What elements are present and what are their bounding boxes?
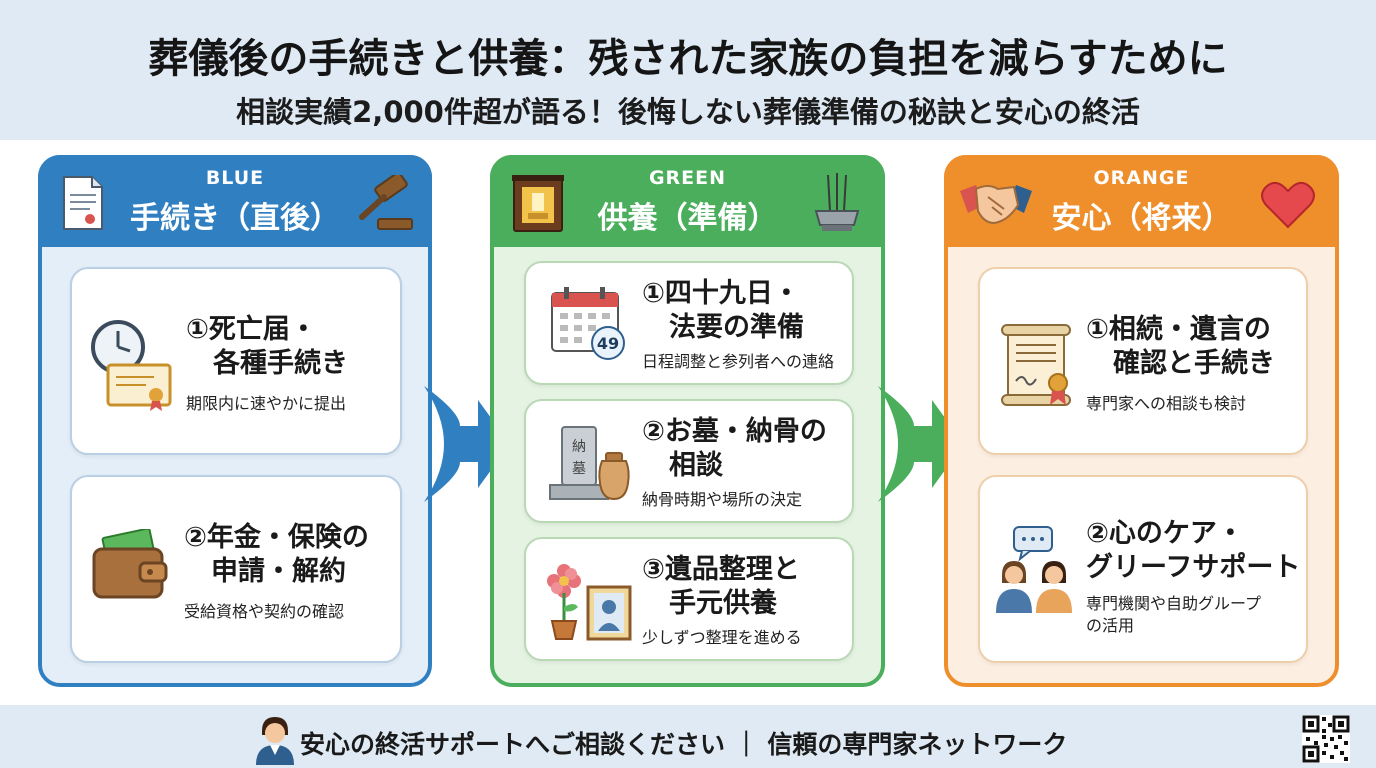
heart-icon xyxy=(1261,181,1315,229)
card-49th-day-desc: 日程調整と参列者への連絡 xyxy=(642,352,835,371)
panel-procedures-title: 手続き（直後） xyxy=(130,201,340,236)
qr-code-icon[interactable] xyxy=(1302,715,1350,763)
header-band: 葬儀後の手続きと供養：残された家族の負担を減らすために 相談実績2,000件超が… xyxy=(0,0,1376,140)
incense-icon xyxy=(814,173,860,231)
card-pension-insurance[interactable]: ②年金・保険の 申請・解約 受給資格や契約の確認 xyxy=(70,475,402,663)
advisor-icon xyxy=(256,717,294,765)
page-title: 葬儀後の手続きと供養：残された家族の負担を減らすために xyxy=(148,36,1228,82)
panel-memorial-header: GREEN 供養（準備） xyxy=(490,155,885,247)
footer-contact-text: 安心の終活サポートへご相談ください ｜ 信頼の専門家ネットワーク xyxy=(300,730,1068,759)
flower-photo-icon xyxy=(547,564,632,641)
card-pension-insurance-title: ②年金・保険の 申請・解約 xyxy=(184,522,369,587)
arrow-right-icon xyxy=(424,386,510,502)
card-belongings[interactable]: ③遺品整理と 手元供養 少しずつ整理を進める xyxy=(524,537,854,661)
calendar-badge-text: 49 xyxy=(597,334,619,353)
panel-memorial-code: GREEN xyxy=(648,167,727,189)
support-people-icon xyxy=(996,526,1072,613)
gavel-icon xyxy=(359,175,413,230)
calendar-icon: 49 xyxy=(551,287,625,360)
card-belongings-title: ③遺品整理と 手元供養 xyxy=(642,554,800,619)
panel-future-header: ORANGE 安心（将来） xyxy=(944,155,1339,247)
wallet-icon xyxy=(92,529,168,599)
card-grief-support[interactable]: ②心のケア・ グリーフサポート 専門機関や自助グループ の活用 xyxy=(978,475,1308,663)
panel-future-title: 安心（将来） xyxy=(1051,201,1232,236)
card-inheritance[interactable]: ①相続・遺言の 確認と手続き 専門家への相談も検討 xyxy=(978,267,1308,455)
card-grief-support-title: ②心のケア・ グリーフサポート xyxy=(1086,518,1301,583)
panel-procedures-header: BLUE 手続き（直後） xyxy=(38,155,432,247)
panel-memorial-title: 供養（準備） xyxy=(597,201,778,236)
card-inheritance-title: ①相続・遺言の 確認と手続き xyxy=(1086,314,1275,379)
card-grave[interactable]: 納 墓 ②お墓・納骨の 相談 納骨時期や場所の決定 xyxy=(524,399,854,523)
grave-urn-icon: 納 墓 xyxy=(549,426,630,501)
handshake-icon xyxy=(960,185,1032,225)
scroll-icon xyxy=(1001,324,1071,406)
card-grief-support-desc: 専門機関や自助グループ の活用 xyxy=(1086,594,1262,635)
card-death-notice[interactable]: ①死亡届・ 各種手続き 期限内に速やかに提出 xyxy=(70,267,402,455)
panel-procedures: BLUE 手続き（直後） ①死亡届・ 各種手続き 期限内に速や xyxy=(38,155,432,687)
card-death-notice-title: ①死亡届・ 各種手続き xyxy=(186,314,348,379)
card-grave-title: ②お墓・納骨の 相談 xyxy=(642,416,827,481)
butsudan-icon xyxy=(512,175,564,232)
panel-future-code: ORANGE xyxy=(1093,167,1190,189)
card-49th-day-title: ①四十九日・ 法要の準備 xyxy=(642,278,804,343)
card-inheritance-desc: 専門家への相談も検討 xyxy=(1086,394,1247,413)
card-belongings-desc: 少しずつ整理を進める xyxy=(642,628,802,647)
card-grave-desc: 納骨時期や場所の決定 xyxy=(642,490,803,509)
panel-procedures-code: BLUE xyxy=(205,167,265,189)
grave-char-1: 納 xyxy=(572,439,586,455)
panel-future: ORANGE 安心（将来） ①相続・遺言の 確認と手続き 専門家への相談も検討 xyxy=(944,155,1339,687)
grave-char-2: 墓 xyxy=(572,461,586,477)
panel-memorial: GREEN 供養（準備） xyxy=(490,155,885,687)
page-subtitle: 相談実績2,000件超が語る！後悔しない葬儀準備の秘訣と安心の終活 xyxy=(236,95,1140,129)
card-49th-day[interactable]: 49 ①四十九日・ 法要の準備 日程調整と参列者への連絡 xyxy=(524,261,854,385)
arrow-right-icon xyxy=(878,386,964,502)
footer-band: 安心の終活サポートへご相談ください ｜ 信頼の専門家ネットワーク xyxy=(0,705,1376,768)
card-pension-insurance-desc: 受給資格や契約の確認 xyxy=(184,602,345,621)
card-death-notice-desc: 期限内に速やかに提出 xyxy=(186,394,347,413)
document-icon xyxy=(63,176,103,230)
clock-certificate-icon xyxy=(91,320,172,411)
